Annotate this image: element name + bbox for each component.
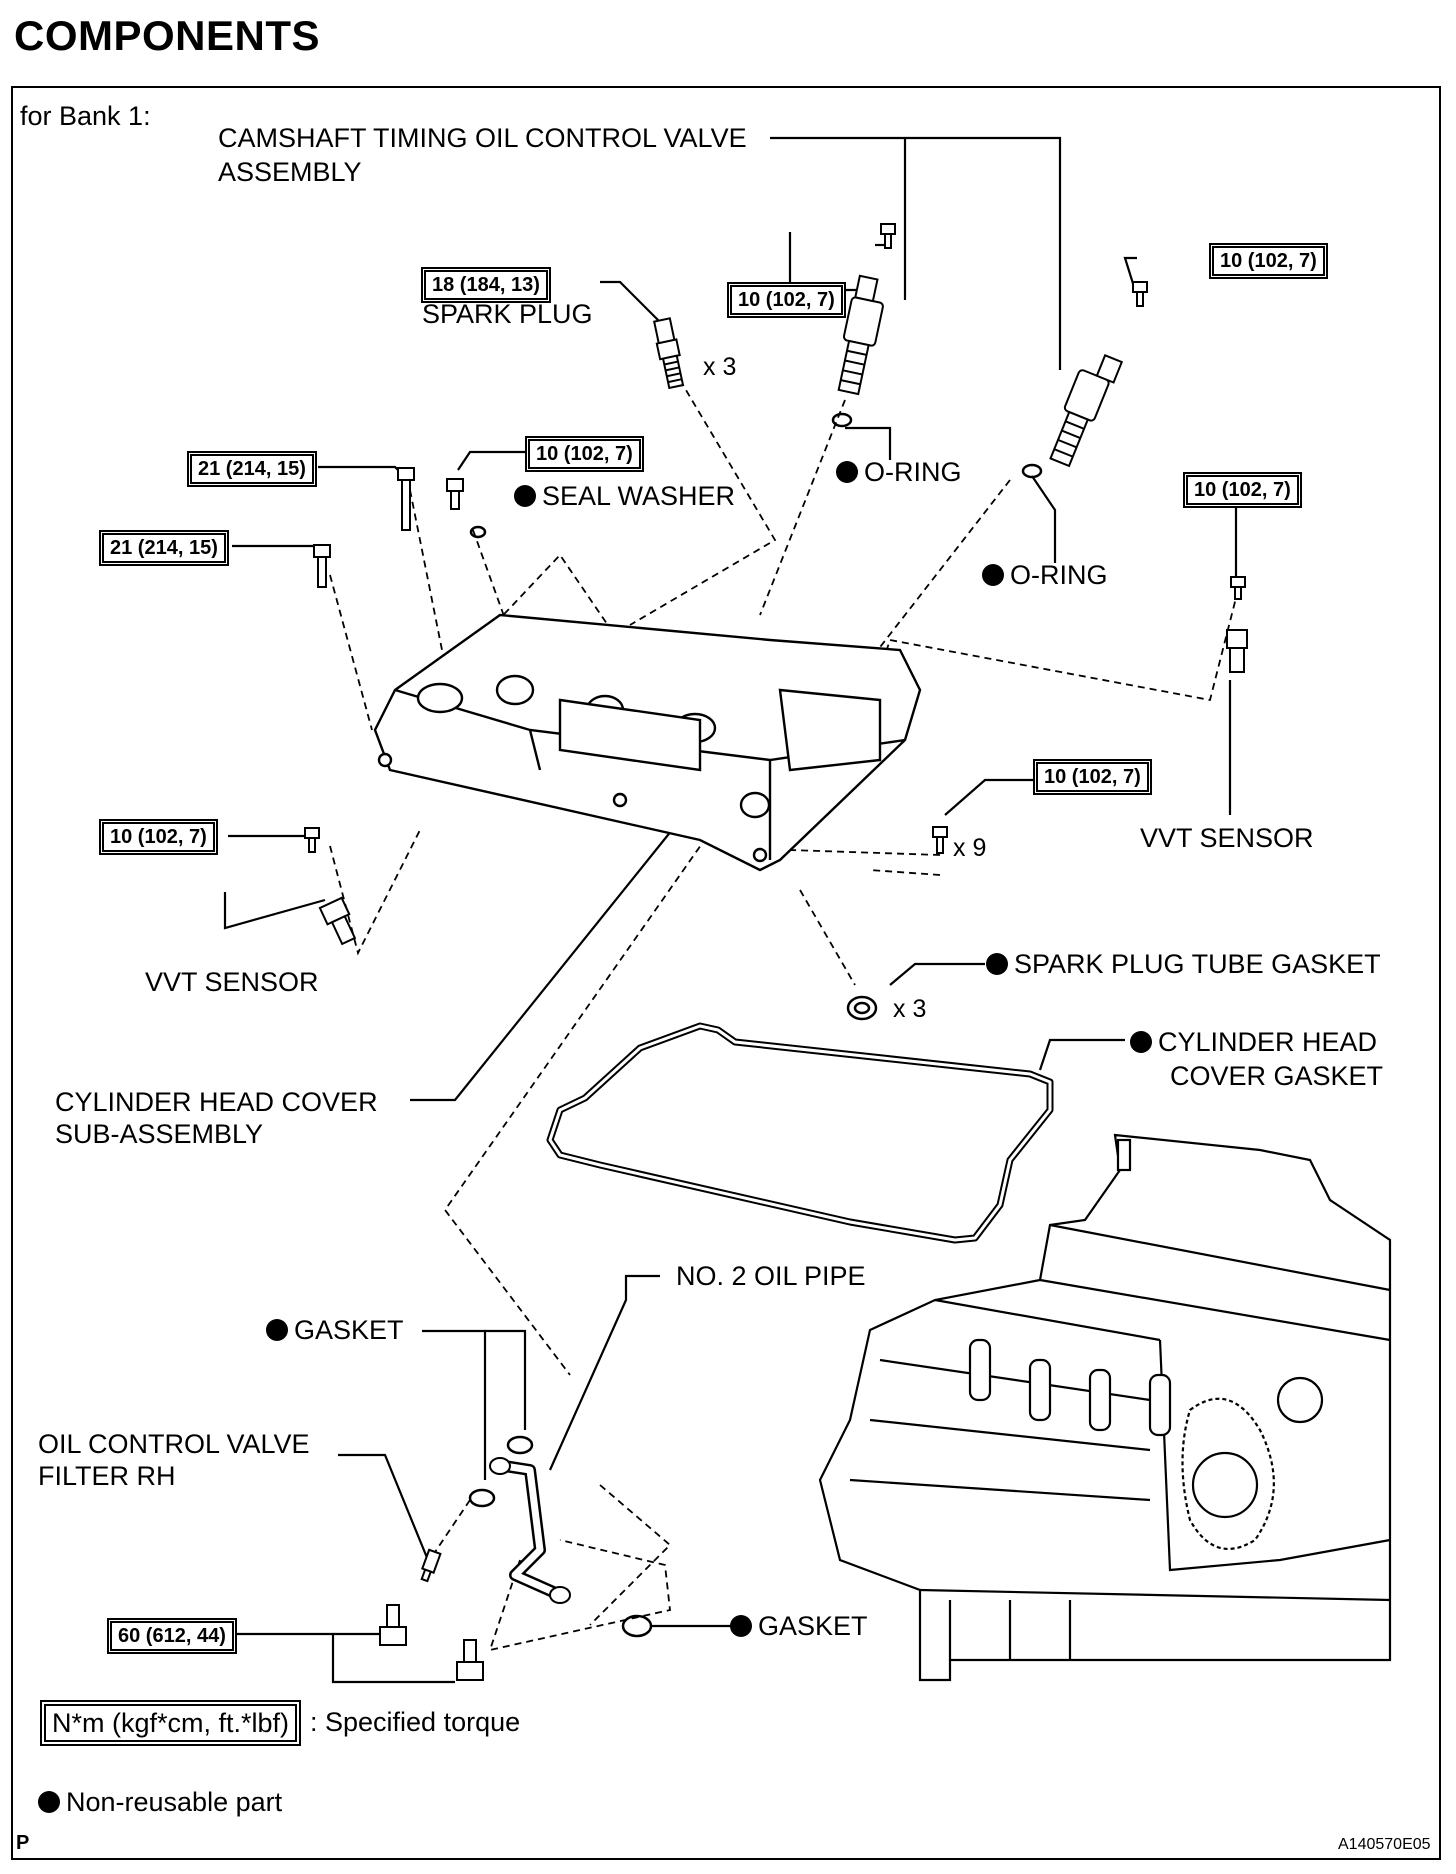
seal-washer-part [469,525,487,539]
non-reusable-dot [982,564,1004,586]
torque-box-bolt-21-upper: 21 (214, 15) [190,454,314,484]
footer-figure-code: A140570E05 [1338,1836,1431,1853]
vvt-sensor-right-part [1226,629,1248,673]
label-vvt-sensor-left: VVT SENSOR [145,967,319,997]
label-gasket-lower: GASKET [730,1610,868,1642]
label-spark-plug-tube-gasket: SPARK PLUG TUBE GASKET [986,948,1381,980]
bolt-valve-right [1132,281,1148,307]
engine-block-part [818,1133,1392,1682]
torque-box-vvt-right-bolt: 10 (102, 7) [1186,475,1299,505]
label-o-ring-2: O-RING [982,559,1108,591]
torque-box-valve-left: 10 (102, 7) [730,285,843,315]
bolt-cover [932,826,948,854]
non-reusable-dot [514,485,536,507]
gasket-upper-b [468,1488,496,1508]
oil-control-valve-left-part [837,274,884,396]
label-cyl-head-cover-gasket-line2: COVER GASKET [1170,1061,1384,1091]
torque-box-seal-washer-bolt: 10 (102, 7) [528,439,641,469]
non-reusable-dot [986,953,1008,975]
label-gasket-upper: GASKET [266,1314,404,1346]
legend-torque-desc: : Specified torque [310,1707,521,1737]
o-ring-1-part [831,412,853,428]
multiplier-spark-plug: x 3 [703,353,737,381]
bolt-valve-left [880,223,896,249]
label-ocv-filter-line2: FILTER RH [38,1461,176,1491]
gasket-lower-part [621,1614,653,1638]
footer-p-mark: P [16,1832,30,1854]
non-reusable-dot [266,1319,288,1341]
legend-torque-unit: N*m (kgf*cm, ft.*lbf) [44,1704,298,1742]
torque-box-spark-plug: 18 (184, 13) [424,270,548,300]
label-camshaft-valve-line2: ASSEMBLY [218,157,362,187]
oil-control-valve-right-part [1049,354,1124,468]
torque-box-valve-right: 10 (102, 7) [1212,246,1325,276]
torque-box-union-bolt: 60 (612, 44) [110,1621,234,1651]
label-cyl-head-cover-sub-line2: SUB-ASSEMBLY [55,1119,264,1149]
label-ocv-filter-line1: OIL CONTROL VALVE [38,1429,310,1459]
union-bolt-lower [456,1639,484,1681]
gasket-upper-a [506,1435,534,1455]
label-camshaft-valve-line1: CAMSHAFT TIMING OIL CONTROL VALVE [218,123,747,153]
diagram-frame [11,86,1441,1860]
bolt-21-upper [397,467,415,531]
cylinder-head-cover-part [373,613,922,872]
bank-label: for Bank 1: [20,101,151,131]
torque-box-bolt-21-lower: 21 (214, 15) [102,533,226,563]
non-reusable-dot [836,461,858,483]
non-reusable-dot [730,1615,752,1637]
label-cyl-head-cover-gasket-line1: CYLINDER HEAD [1130,1026,1377,1058]
torque-box-vvt-left-bolt: 10 (102, 7) [102,822,215,852]
ocv-filter-part [420,1548,442,1583]
no2-oil-pipe-part [489,1457,571,1604]
vvt-sensor-left-part [318,896,357,946]
multiplier-tube-gasket: x 3 [893,995,927,1023]
bolt-vvt-right [1230,576,1246,600]
label-no2-oil-pipe: NO. 2 OIL PIPE [676,1261,866,1291]
label-cyl-head-cover-sub-line1: CYLINDER HEAD COVER [55,1087,378,1117]
label-spark-plug: SPARK PLUG [422,299,593,329]
non-reusable-dot [38,1791,60,1813]
label-seal-washer: SEAL WASHER [514,480,735,512]
bolt-21-lower [313,544,331,588]
non-reusable-dot [1130,1031,1152,1053]
page-title: COMPONENTS [14,12,321,59]
torque-box-cover-bolts: 10 (102, 7) [1036,762,1149,792]
bolt-seal-washer [446,478,464,510]
label-vvt-sensor-right: VVT SENSOR [1140,823,1314,853]
assembly-lines [329,379,1239,1652]
bolt-vvt-left [304,827,320,853]
tube-gasket-part [846,995,878,1021]
o-ring-2-part [1021,463,1043,479]
spark-plug-part [652,317,685,390]
multiplier-cover-bolts: x 9 [953,834,987,862]
union-bolt-upper [379,1604,407,1646]
label-o-ring-1: O-RING [836,456,962,488]
cylinder-head-cover-gasket-part [546,1022,1054,1244]
legend-non-reusable: Non-reusable part [38,1786,282,1818]
